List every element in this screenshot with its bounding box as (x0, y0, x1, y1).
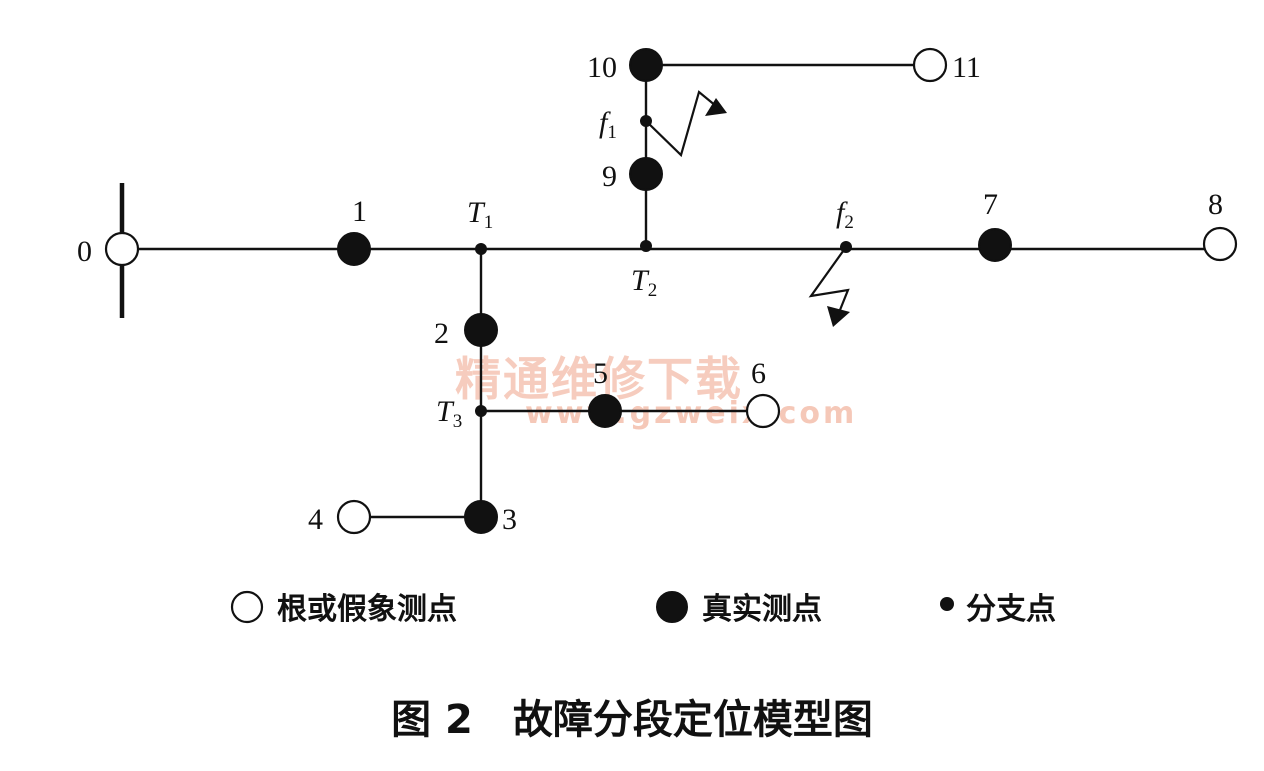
label-node-4: 4 (308, 503, 323, 536)
legend-open-label: 根或假象测点 (277, 592, 457, 627)
fault-f1-symbol (645, 90, 717, 158)
legend-open-symbol (230, 590, 264, 624)
label-node-7: 7 (983, 188, 998, 221)
branch-points (475, 115, 852, 417)
legend-real-label: 真实测点 (702, 592, 822, 627)
fault-f2-symbol (808, 246, 850, 316)
legend-real-symbol (656, 591, 688, 623)
node-1-real (337, 232, 371, 266)
label-node-2: 2 (434, 317, 449, 350)
watermark-url: www.gzweix.com (525, 396, 857, 431)
measurement-points (104, 47, 1238, 535)
fault-f2-arrowhead (827, 306, 850, 327)
legend-branch-label: 分支点 (966, 592, 1056, 627)
branch-fault-labels: T1 T2 T3 f1 f2 (436, 106, 854, 432)
label-t2: T2 (631, 264, 657, 301)
node-3-real (464, 500, 498, 534)
branch-point-t2 (640, 240, 652, 252)
label-node-10: 10 (587, 51, 617, 84)
fault-point-f1 (640, 115, 652, 127)
figure-caption: 图 2 故障分段定位模型图 (391, 697, 873, 743)
label-node-8: 8 (1208, 188, 1223, 221)
node-labels: 0 1 2 3 4 5 6 7 8 9 10 11 (77, 51, 1223, 536)
watermark: 精通维修下载 www.gzweix.com (455, 352, 857, 431)
wires (119, 63, 1220, 519)
label-node-5: 5 (593, 357, 608, 390)
label-node-0: 0 (77, 235, 92, 268)
label-t1: T1 (467, 196, 493, 233)
node-6-virtual (745, 393, 781, 429)
label-f2: f2 (836, 196, 854, 233)
label-node-9: 9 (602, 160, 617, 193)
branch-point-t3 (475, 405, 487, 417)
fault-symbols (645, 90, 850, 327)
label-node-1: 1 (352, 195, 367, 228)
label-t3: T3 (436, 395, 462, 432)
node-4-virtual (336, 499, 372, 535)
node-7-real (978, 228, 1012, 262)
node-11-virtual (912, 47, 948, 83)
node-9-real (629, 157, 663, 191)
node-5-real (588, 394, 622, 428)
label-f1: f1 (599, 106, 617, 143)
legend: 根或假象测点 真实测点 分支点 (230, 590, 1056, 627)
node-8-virtual (1202, 226, 1238, 262)
node-10-real (629, 48, 663, 82)
node-0-root (104, 231, 140, 267)
label-node-6: 6 (751, 357, 766, 390)
branch-point-t1 (475, 243, 487, 255)
node-2-real (464, 313, 498, 347)
fault-point-f2 (840, 241, 852, 253)
legend-branch-symbol (940, 597, 954, 611)
label-node-3: 3 (502, 503, 517, 536)
fault-f1-arrowhead (705, 98, 727, 116)
label-node-11: 11 (952, 51, 981, 84)
